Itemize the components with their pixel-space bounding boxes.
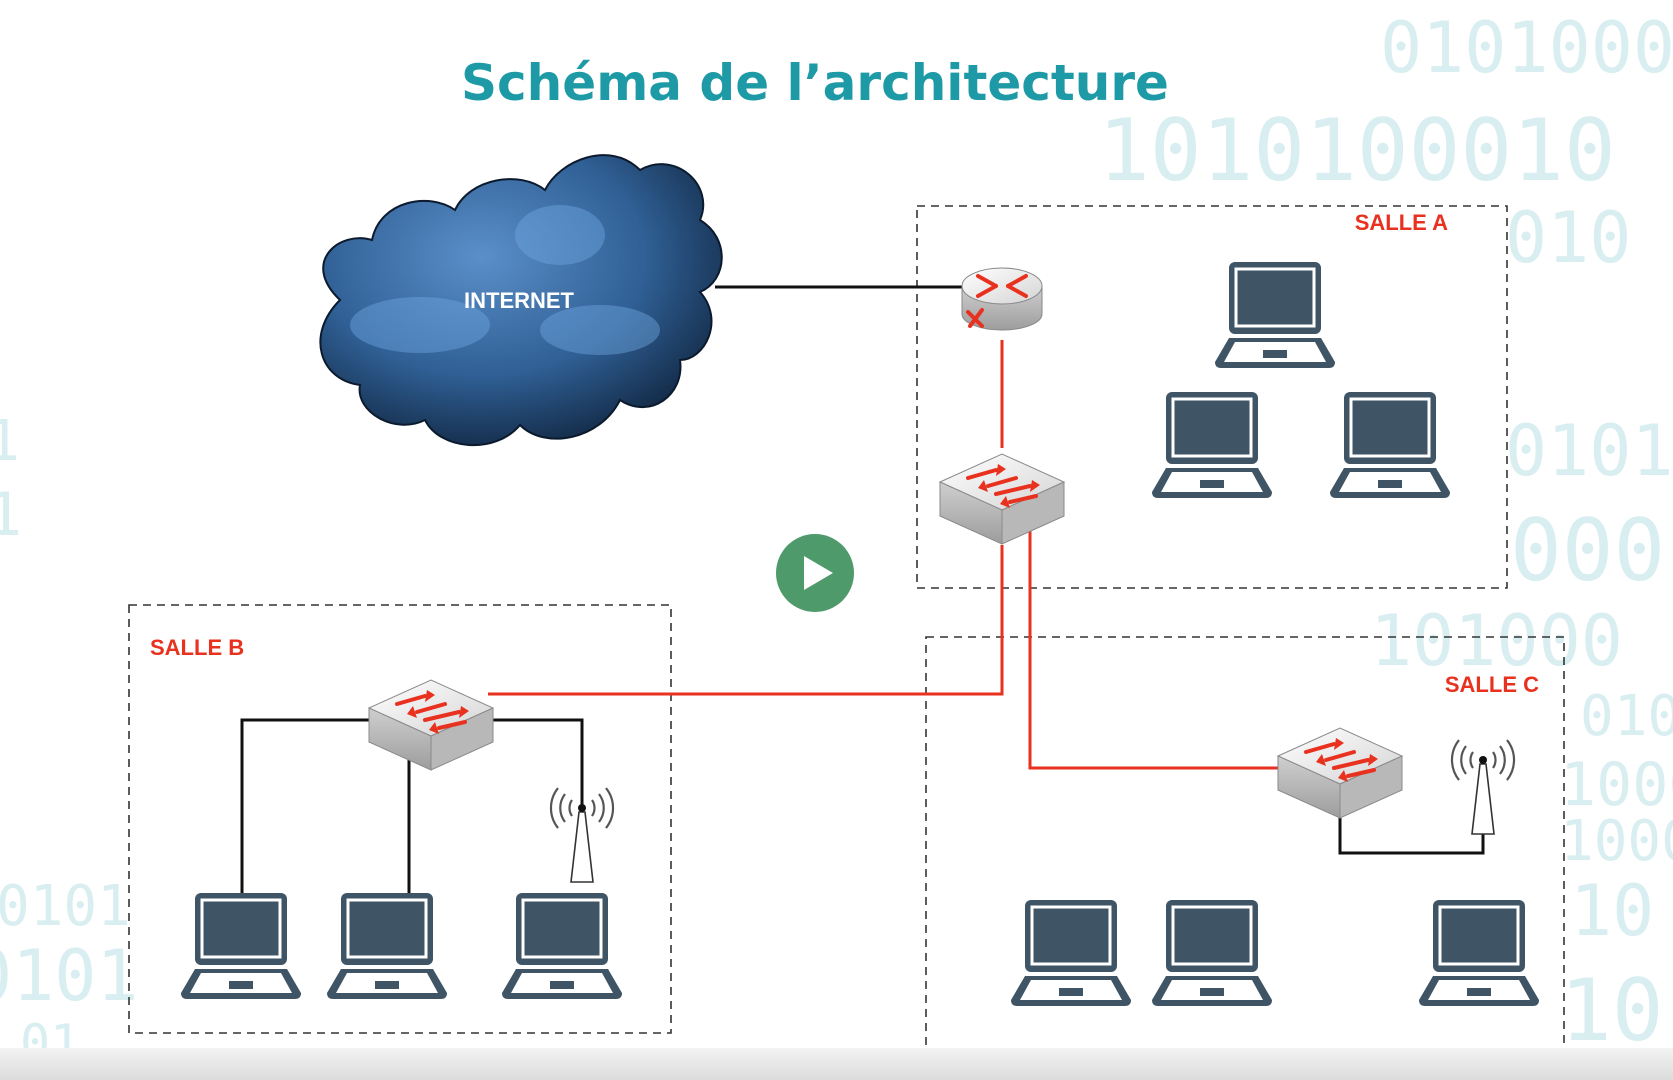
binary-text: 000 (1510, 501, 1665, 601)
laptop-b-1 (179, 891, 303, 1001)
binary-text: 1 (0, 409, 20, 474)
video-bottom-bar (0, 1048, 1673, 1080)
switch-icon (938, 452, 1066, 546)
play-icon[interactable] (804, 556, 833, 590)
laptop-c-3 (1417, 898, 1541, 1008)
laptop-a-1 (1213, 260, 1337, 370)
wifi-antenna-icon (1450, 738, 1516, 836)
laptop-b-3 (500, 891, 624, 1001)
play-button[interactable] (776, 534, 854, 612)
network-links (240, 285, 1485, 893)
binary-text: 1 (0, 480, 22, 550)
link-c-antenna (1338, 812, 1485, 855)
background-binary: 0101000 1010100010 010 0101 000 101000 0… (0, 7, 1673, 1072)
laptop-icon (1009, 898, 1133, 1008)
page-title: Schéma de l’architecture (461, 54, 1169, 112)
internet-label: INTERNET (464, 288, 575, 313)
binary-text: 101000 (1370, 600, 1623, 682)
link-b-antenna (490, 718, 584, 808)
binary-text: 0101 (1505, 410, 1673, 492)
room-a-box (916, 205, 1508, 589)
uplink-room-c (1028, 528, 1284, 770)
laptop-a-2 (1150, 390, 1274, 500)
switch-icon (367, 678, 495, 772)
binary-text: 10 (1560, 961, 1664, 1061)
room-c-label: SALLE C (1445, 672, 1539, 697)
link-b-laptop-1 (240, 718, 372, 893)
laptop-icon (500, 891, 624, 1001)
binary-text: 0101000 (1380, 7, 1673, 89)
switch-salle-c (1276, 726, 1404, 820)
router-icon (961, 267, 1043, 331)
uplink-room-b (488, 545, 1004, 696)
laptop-icon (179, 891, 303, 1001)
binary-text: 010 (1580, 684, 1673, 749)
switch-icon (1276, 726, 1404, 820)
switch-salle-a (938, 452, 1066, 546)
binary-text: 0101 (0, 935, 139, 1017)
access-point-salle-c (1450, 738, 1516, 836)
laptop-icon (1213, 260, 1337, 370)
laptop-icon (1150, 898, 1274, 1008)
binary-text: 1000 (1560, 750, 1673, 820)
laptop-icon (1150, 390, 1274, 500)
laptop-icon (1417, 898, 1541, 1008)
laptop-b-2 (325, 891, 449, 1001)
room-b-label: SALLE B (150, 635, 244, 660)
room-c-box (925, 636, 1565, 1051)
cloud-icon (319, 154, 723, 446)
switch-salle-b (367, 678, 495, 772)
router (961, 267, 1043, 331)
room-b-box (128, 604, 672, 1034)
binary-text: 10 (1570, 870, 1654, 952)
laptop-c-1 (1009, 898, 1133, 1008)
laptop-c-2 (1150, 898, 1274, 1008)
room-a-label: SALLE A (1355, 210, 1448, 235)
laptop-icon (325, 891, 449, 1001)
binary-text: 0101 (0, 874, 131, 939)
laptop-a-3 (1328, 390, 1452, 500)
internet-cloud: INTERNET (319, 154, 723, 446)
binary-text: 010 (1505, 197, 1631, 279)
laptop-icon (1328, 390, 1452, 500)
binary-text: 1010100010 (1098, 101, 1616, 201)
binary-text: 1000 (1560, 809, 1673, 874)
